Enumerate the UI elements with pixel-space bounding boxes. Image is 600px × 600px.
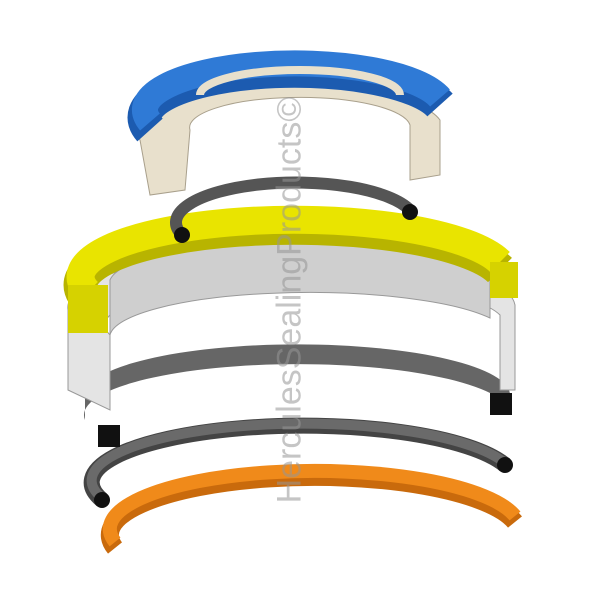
lower-o-ring <box>83 417 513 508</box>
left-end-block <box>98 425 120 447</box>
blue-wiper <box>127 50 453 142</box>
orange-backup-ring <box>100 463 522 554</box>
gray-seal-band <box>83 344 512 447</box>
yellow-ring <box>63 205 518 333</box>
watermark: HerculesSealingProducts© <box>270 96 309 504</box>
right-end-block <box>490 393 512 415</box>
upper-o-ring <box>170 176 418 243</box>
